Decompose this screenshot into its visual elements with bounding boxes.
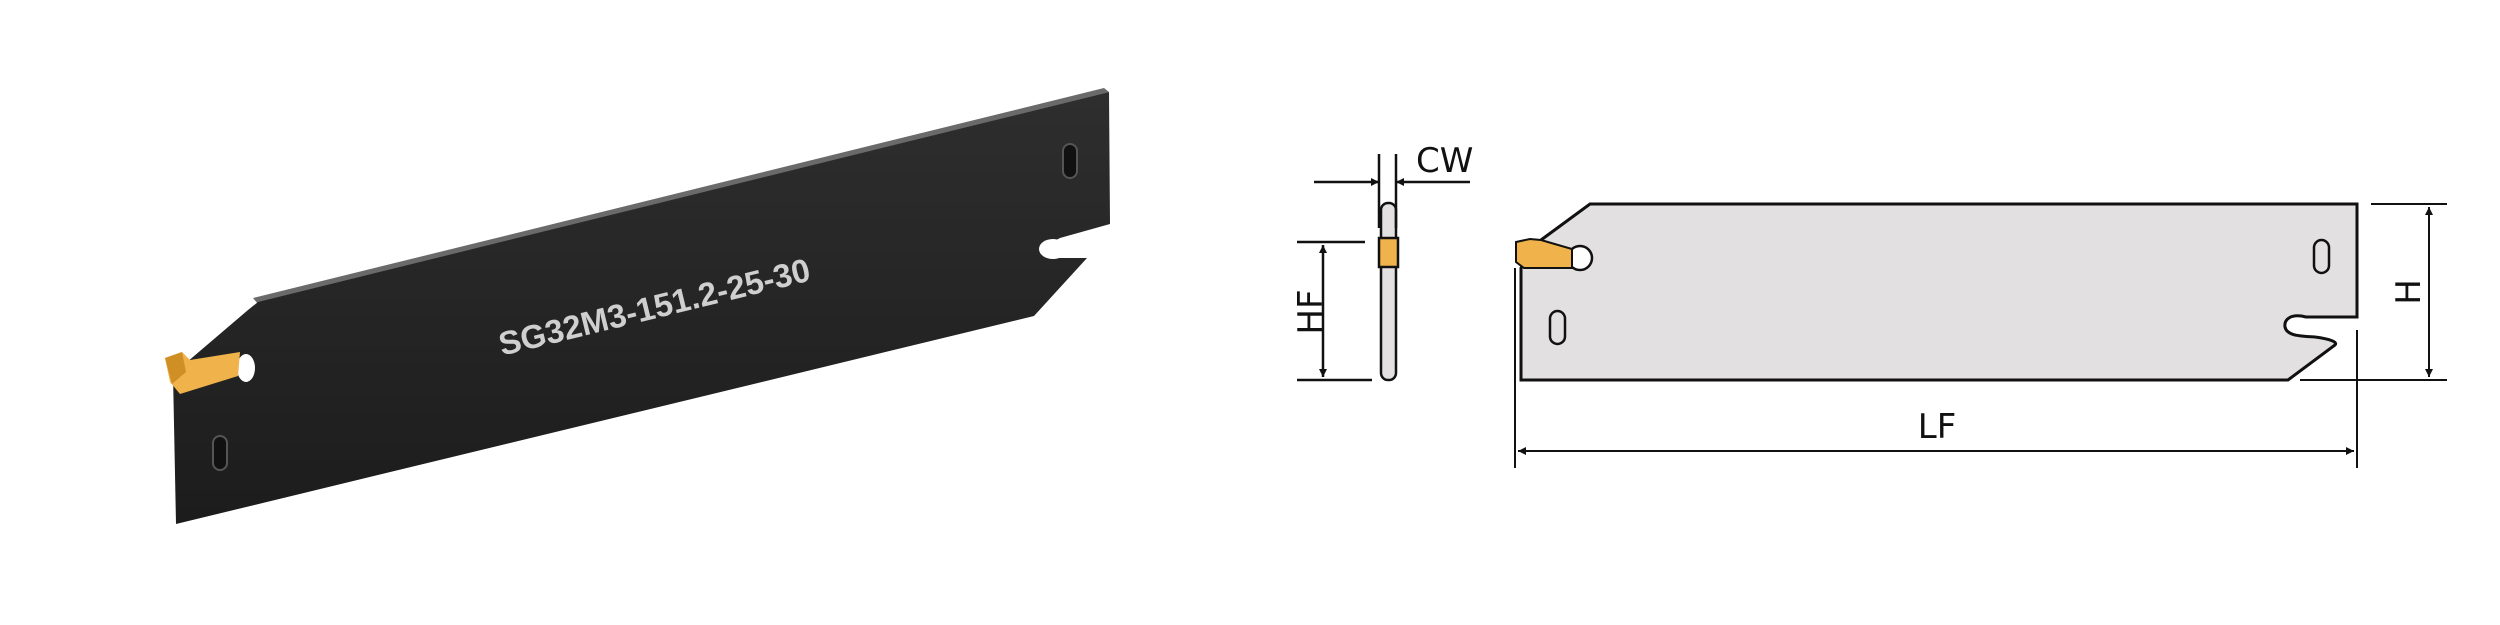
slot-right — [1062, 143, 1078, 179]
lf-label: LF — [1918, 407, 1957, 447]
slot-left — [212, 435, 228, 471]
blade-top-edge — [253, 88, 1109, 304]
front-view-blade — [1519, 202, 2359, 382]
blade-notch — [1039, 239, 1067, 259]
blade-3d-render: SG32M3-151.2-25-30 — [165, 88, 1110, 524]
front-view-drawing — [1514, 202, 2447, 468]
cw-label: CW — [1416, 141, 1473, 181]
h-label: H — [2389, 279, 2429, 305]
insert-hole — [237, 354, 255, 382]
front-slot-left — [1548, 309, 1567, 346]
insert-shade — [165, 352, 186, 384]
hf-label: HF — [1291, 289, 1331, 334]
front-slot-right — [2312, 238, 2331, 275]
blade-body — [173, 92, 1110, 524]
side-view-drawing — [1297, 154, 1470, 382]
side-view-insert — [1377, 236, 1400, 269]
side-view-blade — [1379, 201, 1398, 382]
front-view-insert — [1515, 237, 1573, 269]
